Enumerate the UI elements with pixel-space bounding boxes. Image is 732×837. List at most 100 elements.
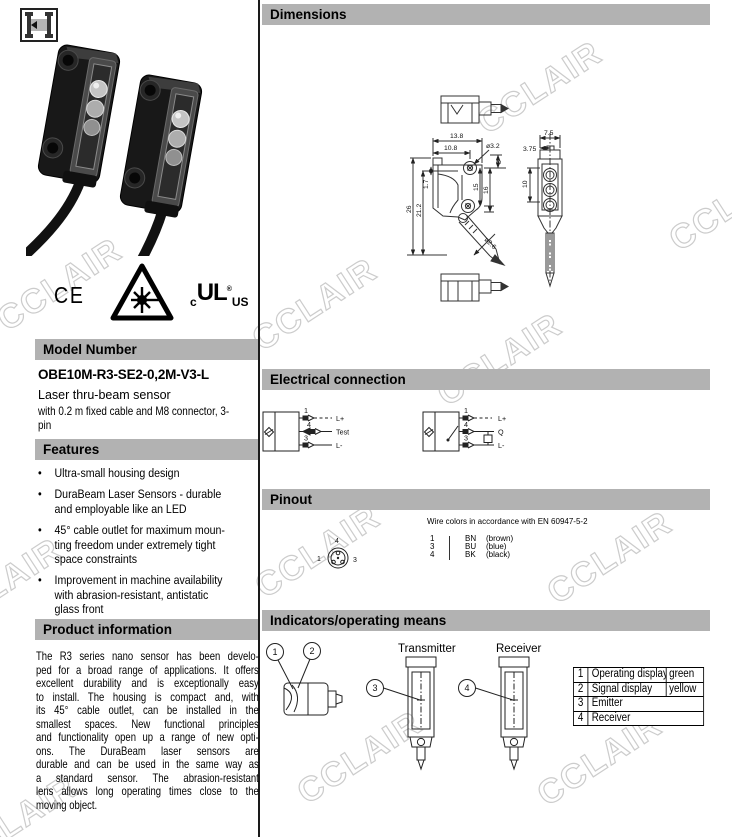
dim-26: 26 [406,205,413,213]
electrical-connection-diagrams: 1 4 3 L+ Test L- 1 4 3 L+ Q L- [262,406,506,452]
feature-text: 45° cable outlet for maximum moun- ting … [54,523,225,567]
dimensions-drawing: 13.8 10.8 ø3.2 3 15 16 26 21.2 1.7 ø2.6 … [406,95,563,302]
product-information-line: smallest spaces. New functional principl… [36,716,259,731]
product-information-line: durable and can be used in the same way … [36,757,259,771]
product-information-line: lens allows long operating times close t… [36,784,259,798]
pin-top-label: 4 [335,538,339,545]
callout-3: 3 [373,683,378,693]
feature-item: • 45° cable outlet for maximum moun- ting… [38,523,240,566]
dim-21-2: 21.2 [416,204,423,217]
indicator-label: Receiver [591,711,631,724]
dim-16: 16 [483,186,490,194]
product-photo [26,44,203,256]
product-information-header: Product information [35,619,258,640]
product-information-line: ons. The DuraBeam laser sensors are [36,743,259,758]
features-list: •Ultra-small housing design•DuraBeam Las… [38,466,240,624]
product-information-text: The R3 series nano sensor has been devel… [36,649,259,812]
wire3-label: L- [498,441,505,450]
dimensions-header: Dimensions [262,4,710,25]
pin-right-label: 3 [353,557,357,564]
column-divider [258,0,260,837]
wire-code: BN [465,534,477,543]
wire-color-name: (brown) [486,534,514,543]
ul-logo: UL [196,279,228,306]
feature-item: • Improvement in machine availability wit… [38,573,240,616]
indicator-number: 1 [574,668,589,683]
receiver-label: Receiver [496,643,542,655]
wire-colors-note: Wire colors in accordance with EN 60947-… [427,517,588,526]
pin-left-label: 1 [317,556,321,563]
indicator-label: Signal display [591,683,653,696]
product-type-label: Laser thru-beam sensor [38,388,171,402]
indicator-label: Emitter [591,697,623,710]
product-information-line: its 45° cable outlet, can be installed i… [36,703,259,717]
cul-us-mark: cUL®US [190,279,249,309]
electrical-connection-header: Electrical connection [262,369,710,390]
wire-code: BU [465,542,477,552]
model-number-header: Model Number [35,339,258,360]
bullet-icon: • [38,523,42,538]
indicator-number: 3 [574,697,589,711]
pin4-label: 4 [307,420,311,429]
dim-13-8: 13.8 [450,133,463,140]
wire-row: 4 BK (black) [430,551,600,559]
dim-7-5: 7.5 [544,130,554,137]
wire-pin: 3 [430,542,435,552]
wire-code: BK [465,550,476,560]
wire-row: 1 BN (brown) [430,534,600,543]
thru-beam-sensor-icon [20,8,58,42]
product-information-line: ped for a broad range of applications. I… [36,662,259,677]
feature-text: Improvement in machine availability with… [54,573,223,617]
ul-c-label: c [190,295,197,309]
indicators-drawing: 1 2 3 4 [266,642,530,771]
wire-table-divider [449,536,450,560]
indicator-value: green [665,668,703,683]
model-number-value: OBE10M-R3-SE2-0,2M-V3-L [38,367,209,382]
wire4-label: Q [498,428,504,437]
connector-pinout-diagram: 4 1 3 [317,538,357,569]
indicators-header: Indicators/operating means [262,610,710,631]
product-information-line: a standard sensor. The abrasion-resistan… [36,770,259,785]
pin3-label: 3 [464,434,468,443]
bullet-icon: • [38,573,42,588]
product-information-line: excellent durability and is exceptionall… [36,676,259,690]
callout-1: 1 [273,647,278,657]
dim-hole-3-2: ø3.2 [486,143,500,150]
wire1-label: L+ [336,414,344,423]
laser-warning-icon [110,263,174,321]
indicator-label: Operating display [591,668,666,680]
wire-pin: 1 [430,534,435,543]
product-information-line: to install. The housing is compact and, … [36,689,259,704]
pin1-label: 1 [304,406,308,415]
callout-4: 4 [465,683,470,693]
dim-15: 15 [473,183,480,191]
dim-3-75: 3.75 [523,146,536,153]
wire3-label: L- [336,441,343,450]
product-information-line: moving object. [36,797,98,812]
dim-1-7: 1.7 [423,179,430,189]
wire-pin: 4 [430,550,435,560]
pinout-header: Pinout [262,489,710,510]
ul-us-label: US [231,295,249,309]
bullet-icon: • [38,466,42,480]
pin1-label: 1 [464,406,468,415]
feature-item: •Ultra-small housing design [38,466,240,480]
ce-mark: CE [54,282,85,308]
pin3-label: 3 [304,434,308,443]
wire-color-name: (black) [486,550,511,560]
features-header: Features [35,439,258,460]
indicator-number: 4 [574,711,589,725]
bullet-icon: • [38,487,42,502]
product-information-line: The R3 series nano sensor has been devel… [36,649,259,663]
dim-10: 10 [522,180,529,188]
callout-2: 2 [310,646,315,656]
dim-10-8: 10.8 [444,145,457,152]
